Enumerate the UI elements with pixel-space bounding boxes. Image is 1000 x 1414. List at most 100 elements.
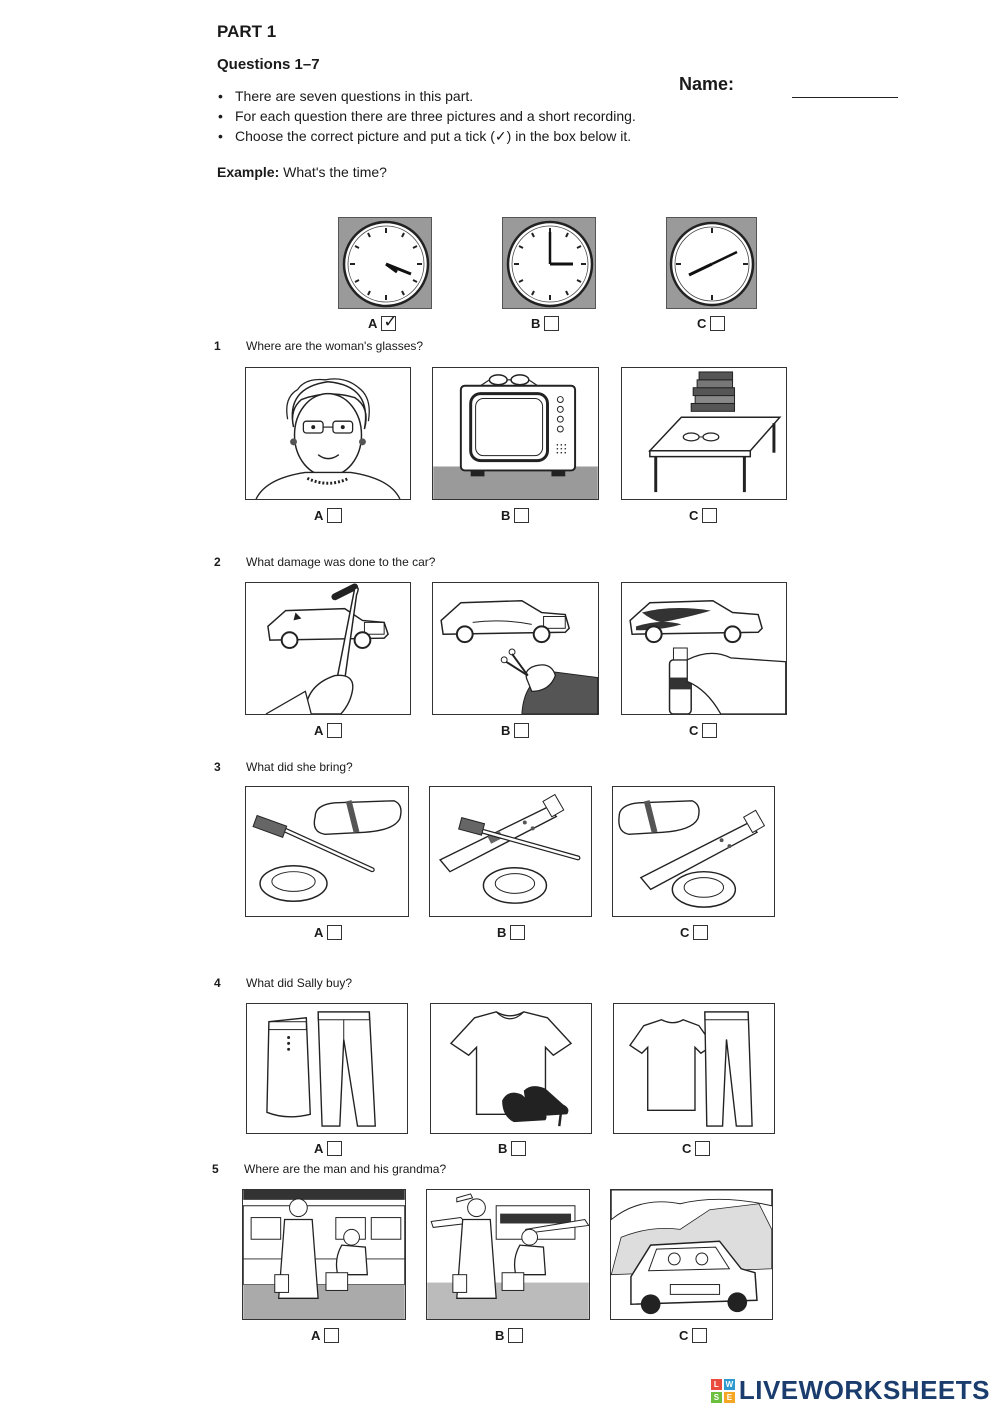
name-input-line[interactable] bbox=[792, 97, 898, 98]
question-text: What did Sally buy? bbox=[246, 976, 353, 990]
option-letter: B bbox=[501, 723, 511, 738]
q1-option-a[interactable]: A bbox=[314, 508, 343, 523]
tick-box[interactable] bbox=[327, 508, 343, 523]
instruction-item: There are seven questions in this part. bbox=[217, 86, 636, 106]
question-number: 3 bbox=[214, 760, 221, 774]
tick-box[interactable] bbox=[544, 316, 560, 331]
option-letter: C bbox=[682, 1141, 692, 1156]
option-letter: C bbox=[680, 925, 690, 940]
option-letter: C bbox=[689, 723, 699, 738]
q4-picture-skirt-jeans bbox=[246, 1003, 408, 1134]
tick-box[interactable]: ✓ bbox=[381, 312, 398, 331]
q4-picture-tshirt-shoes bbox=[430, 1003, 592, 1134]
q5-picture-airport bbox=[426, 1189, 590, 1320]
q2-picture-spray bbox=[621, 582, 787, 715]
question-number: 1 bbox=[214, 339, 221, 353]
q4-option-a[interactable]: A bbox=[314, 1141, 343, 1156]
question-number: 2 bbox=[214, 555, 221, 569]
name-label: Name: bbox=[679, 74, 735, 94]
instructions-list: There are seven questions in this part. … bbox=[217, 86, 636, 146]
example-option-c[interactable]: C bbox=[697, 316, 726, 331]
option-letter: A bbox=[314, 1141, 324, 1156]
example-text: What's the time? bbox=[283, 164, 387, 180]
tick-box[interactable] bbox=[324, 1328, 340, 1343]
question-number: 5 bbox=[212, 1162, 219, 1176]
logo-letter: S bbox=[710, 1391, 722, 1403]
tick-box[interactable] bbox=[508, 1328, 524, 1343]
option-letter: C bbox=[697, 316, 707, 331]
tick-box[interactable] bbox=[692, 1328, 708, 1343]
logo-letter: L bbox=[710, 1378, 722, 1390]
option-letter: C bbox=[679, 1328, 689, 1343]
tick-box[interactable] bbox=[514, 723, 530, 738]
tick-box[interactable] bbox=[702, 508, 718, 523]
q3-option-b[interactable]: B bbox=[497, 925, 526, 940]
q1-picture-table bbox=[621, 367, 787, 500]
option-letter: C bbox=[689, 508, 699, 523]
q3-picture-brush-towel-soap bbox=[245, 786, 409, 917]
example-question: Example: What's the time? bbox=[217, 164, 387, 180]
example-label: Example: bbox=[217, 164, 280, 180]
question-number: 4 bbox=[214, 976, 221, 990]
liveworksheets-logo: L W S E LIVEWORKSHEETS bbox=[710, 1375, 990, 1406]
option-letter: A bbox=[314, 925, 324, 940]
q4-option-c[interactable]: C bbox=[682, 1141, 711, 1156]
option-letter: A bbox=[314, 723, 324, 738]
option-letter: B bbox=[531, 316, 541, 331]
q5-option-b[interactable]: B bbox=[495, 1328, 524, 1343]
tick-box[interactable] bbox=[327, 925, 343, 940]
clock-picture-b bbox=[502, 217, 596, 309]
q3-option-c[interactable]: C bbox=[680, 925, 709, 940]
q3-option-a[interactable]: A bbox=[314, 925, 343, 940]
option-letter: B bbox=[498, 1141, 508, 1156]
tick-box[interactable] bbox=[695, 1141, 711, 1156]
logo-letter: E bbox=[723, 1391, 735, 1403]
question-text: What damage was done to the car? bbox=[246, 555, 436, 569]
q1-picture-tv bbox=[432, 367, 599, 500]
option-letter: B bbox=[497, 925, 507, 940]
q4-option-b[interactable]: B bbox=[498, 1141, 527, 1156]
q3-picture-towel-paste-soap bbox=[612, 786, 775, 917]
q2-option-a[interactable]: A bbox=[314, 723, 343, 738]
option-letter: B bbox=[501, 508, 511, 523]
tick-box[interactable] bbox=[510, 925, 526, 940]
q4-picture-tshirt-jeans bbox=[613, 1003, 775, 1134]
question-text: Where are the woman's glasses? bbox=[246, 339, 424, 353]
q2-option-b[interactable]: B bbox=[501, 723, 530, 738]
option-letter: B bbox=[495, 1328, 505, 1343]
question-text: Where are the man and his grandma? bbox=[244, 1162, 447, 1176]
option-letter: A bbox=[368, 316, 378, 331]
option-letter: A bbox=[311, 1328, 321, 1343]
logo-text: LIVEWORKSHEETS bbox=[738, 1375, 990, 1405]
option-letter: A bbox=[314, 508, 324, 523]
tick-box[interactable] bbox=[702, 723, 718, 738]
q2-picture-keys bbox=[432, 582, 599, 715]
tick-mark-icon: ✓ bbox=[383, 312, 398, 331]
clock-picture-a bbox=[338, 217, 432, 309]
example-option-b[interactable]: B bbox=[531, 316, 560, 331]
example-option-a[interactable]: A ✓ bbox=[368, 312, 398, 331]
questions-range: Questions 1–7 bbox=[217, 56, 320, 73]
tick-box[interactable] bbox=[514, 508, 530, 523]
q1-option-c[interactable]: C bbox=[689, 508, 718, 523]
tick-box[interactable] bbox=[710, 316, 726, 331]
instruction-item: For each question there are three pictur… bbox=[217, 106, 636, 126]
q1-picture-woman bbox=[245, 367, 411, 500]
q2-option-c[interactable]: C bbox=[689, 723, 718, 738]
logo-mark-icon: L W S E bbox=[710, 1378, 735, 1403]
tick-box[interactable] bbox=[327, 1141, 343, 1156]
q5-option-c[interactable]: C bbox=[679, 1328, 708, 1343]
logo-letter: W bbox=[723, 1378, 735, 1390]
q3-picture-brush-paste-soap bbox=[429, 786, 592, 917]
tick-box[interactable] bbox=[327, 723, 343, 738]
q5-option-a[interactable]: A bbox=[311, 1328, 340, 1343]
tick-box[interactable] bbox=[693, 925, 709, 940]
clock-picture-c bbox=[666, 217, 757, 309]
tick-box[interactable] bbox=[511, 1141, 527, 1156]
q5-picture-train-station bbox=[242, 1189, 406, 1320]
q2-picture-bat bbox=[245, 582, 411, 715]
part-title: PART 1 bbox=[217, 22, 277, 41]
q5-picture-car bbox=[610, 1189, 773, 1320]
instruction-item: Choose the correct picture and put a tic… bbox=[217, 126, 636, 146]
q1-option-b[interactable]: B bbox=[501, 508, 530, 523]
